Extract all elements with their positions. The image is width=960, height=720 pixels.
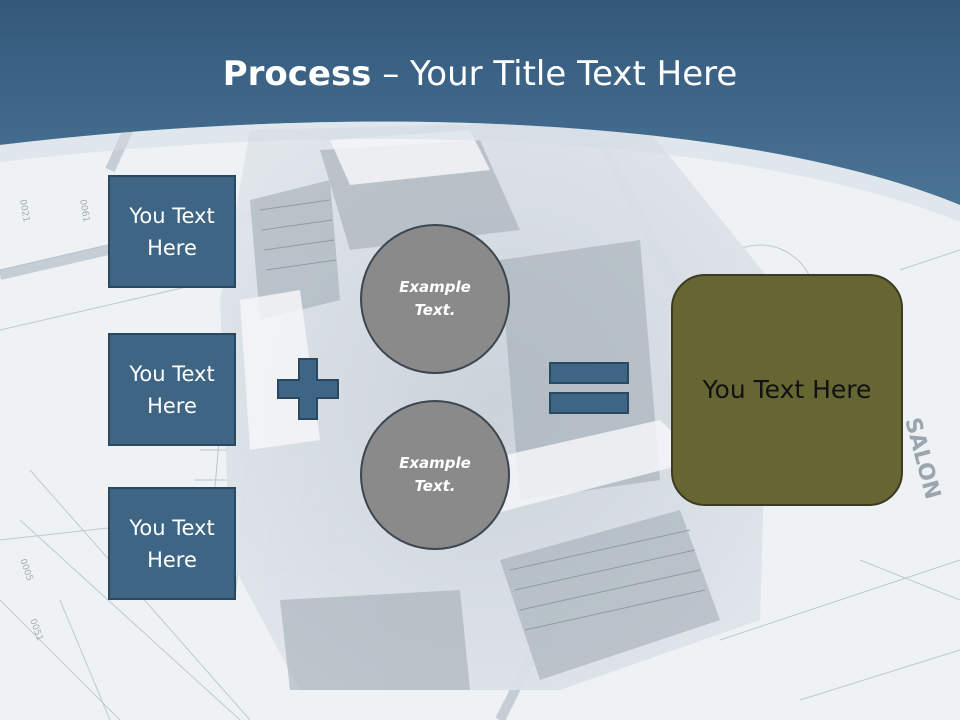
example-circle-2: Example Text. (360, 400, 510, 550)
plus-icon (277, 358, 339, 420)
example-circle-1: Example Text. (360, 224, 510, 374)
title-bold: Process (222, 54, 372, 94)
equals-icon (549, 362, 629, 414)
title-rest: – Your Title Text Here (371, 54, 738, 94)
input-box-2: You Text Here (108, 333, 236, 446)
svg-text:0061: 0061 (77, 199, 91, 223)
input-box-1: You Text Here (108, 175, 236, 288)
result-box: You Text Here (671, 274, 903, 506)
svg-text:0021: 0021 (17, 199, 31, 223)
input-box-3: You Text Here (108, 487, 236, 600)
slide-title: Process – Your Title Text Here (0, 52, 960, 96)
